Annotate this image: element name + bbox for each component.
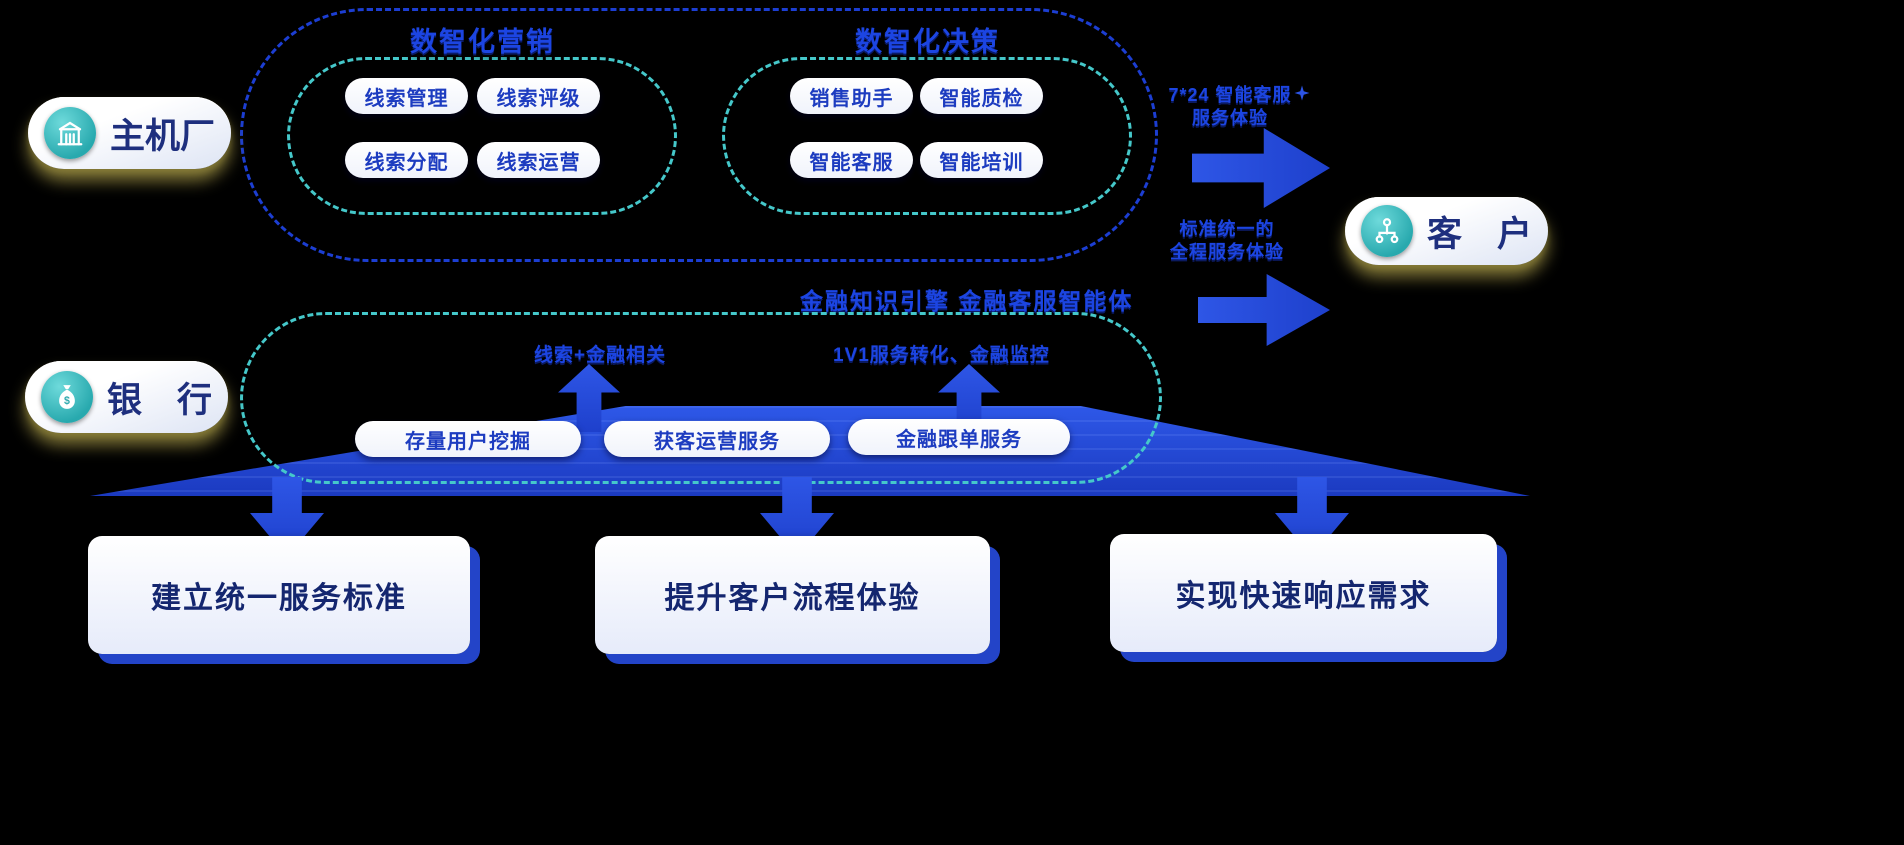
- finance-dashed-container: [240, 312, 1162, 484]
- moneybag-icon: $: [41, 371, 93, 423]
- orgchart-icon: [1361, 205, 1413, 257]
- right-flow-bottom-caption-line1: 标准统一的: [1179, 219, 1275, 239]
- marketing-group-border: [287, 57, 677, 215]
- right-flow-bottom-caption-line2: 全程服务体验: [1170, 242, 1284, 263]
- pill-finance-follow-up: 金融跟单服务: [848, 419, 1070, 455]
- actor-bank: $ 银 行: [25, 361, 229, 433]
- actor-customer-label: 客 户: [1427, 214, 1533, 254]
- finance-caption-right: 1V1服务转化、金融监控: [833, 345, 1050, 366]
- actor-oem: 主机厂: [28, 97, 232, 169]
- arrow-oem-to-customer: [1192, 128, 1330, 208]
- actor-oem-label: 主机厂: [110, 116, 216, 156]
- decision-group-border: [722, 57, 1132, 215]
- finance-caption-left: 线索+金融相关: [534, 345, 667, 366]
- pill-lead-distribution: 线索分配: [345, 142, 468, 178]
- pill-smart-qc: 智能质检: [920, 78, 1043, 114]
- card-rapid-response: 实现快速响应需求: [1110, 534, 1497, 652]
- right-flow-top-caption-line2: 服务体验: [1192, 108, 1268, 129]
- right-flow-top-caption-line1: 7*24 智能客服: [1168, 85, 1292, 105]
- arrow-bank-to-customer: [1198, 274, 1330, 346]
- pill-lead-management: 线索管理: [345, 78, 468, 114]
- building-icon: [44, 107, 96, 159]
- pill-sales-assistant: 销售助手: [790, 78, 913, 114]
- pill-lead-rating: 线索评级: [477, 78, 600, 114]
- decision-group-title: 数智化决策: [855, 27, 1000, 57]
- actor-bank-label: 银 行: [107, 380, 213, 420]
- right-flow-bottom-caption: 标准统一的 全程服务体验: [1162, 218, 1292, 265]
- card-customer-process-experience: 提升客户流程体验: [595, 536, 990, 654]
- pill-existing-user-mining: 存量用户挖掘: [355, 421, 581, 457]
- pill-acquisition-operation: 获客运营服务: [604, 421, 830, 457]
- pill-smart-training: 智能培训: [920, 142, 1043, 178]
- top-dashed-container: [240, 8, 1158, 262]
- marketing-group-title: 数智化营销: [410, 27, 555, 57]
- svg-text:$: $: [64, 395, 70, 407]
- finance-engine-title: 金融知识引擎 金融客服智能体: [800, 288, 1134, 314]
- actor-customer: 客 户: [1345, 197, 1549, 265]
- sparkle-icon: [1293, 84, 1311, 102]
- pill-lead-operation: 线索运营: [477, 142, 600, 178]
- right-flow-top-caption: 7*24 智能客服 服务体验: [1160, 84, 1300, 131]
- pill-smart-service: 智能客服: [790, 142, 913, 178]
- card-unified-service-standard: 建立统一服务标准: [88, 536, 470, 654]
